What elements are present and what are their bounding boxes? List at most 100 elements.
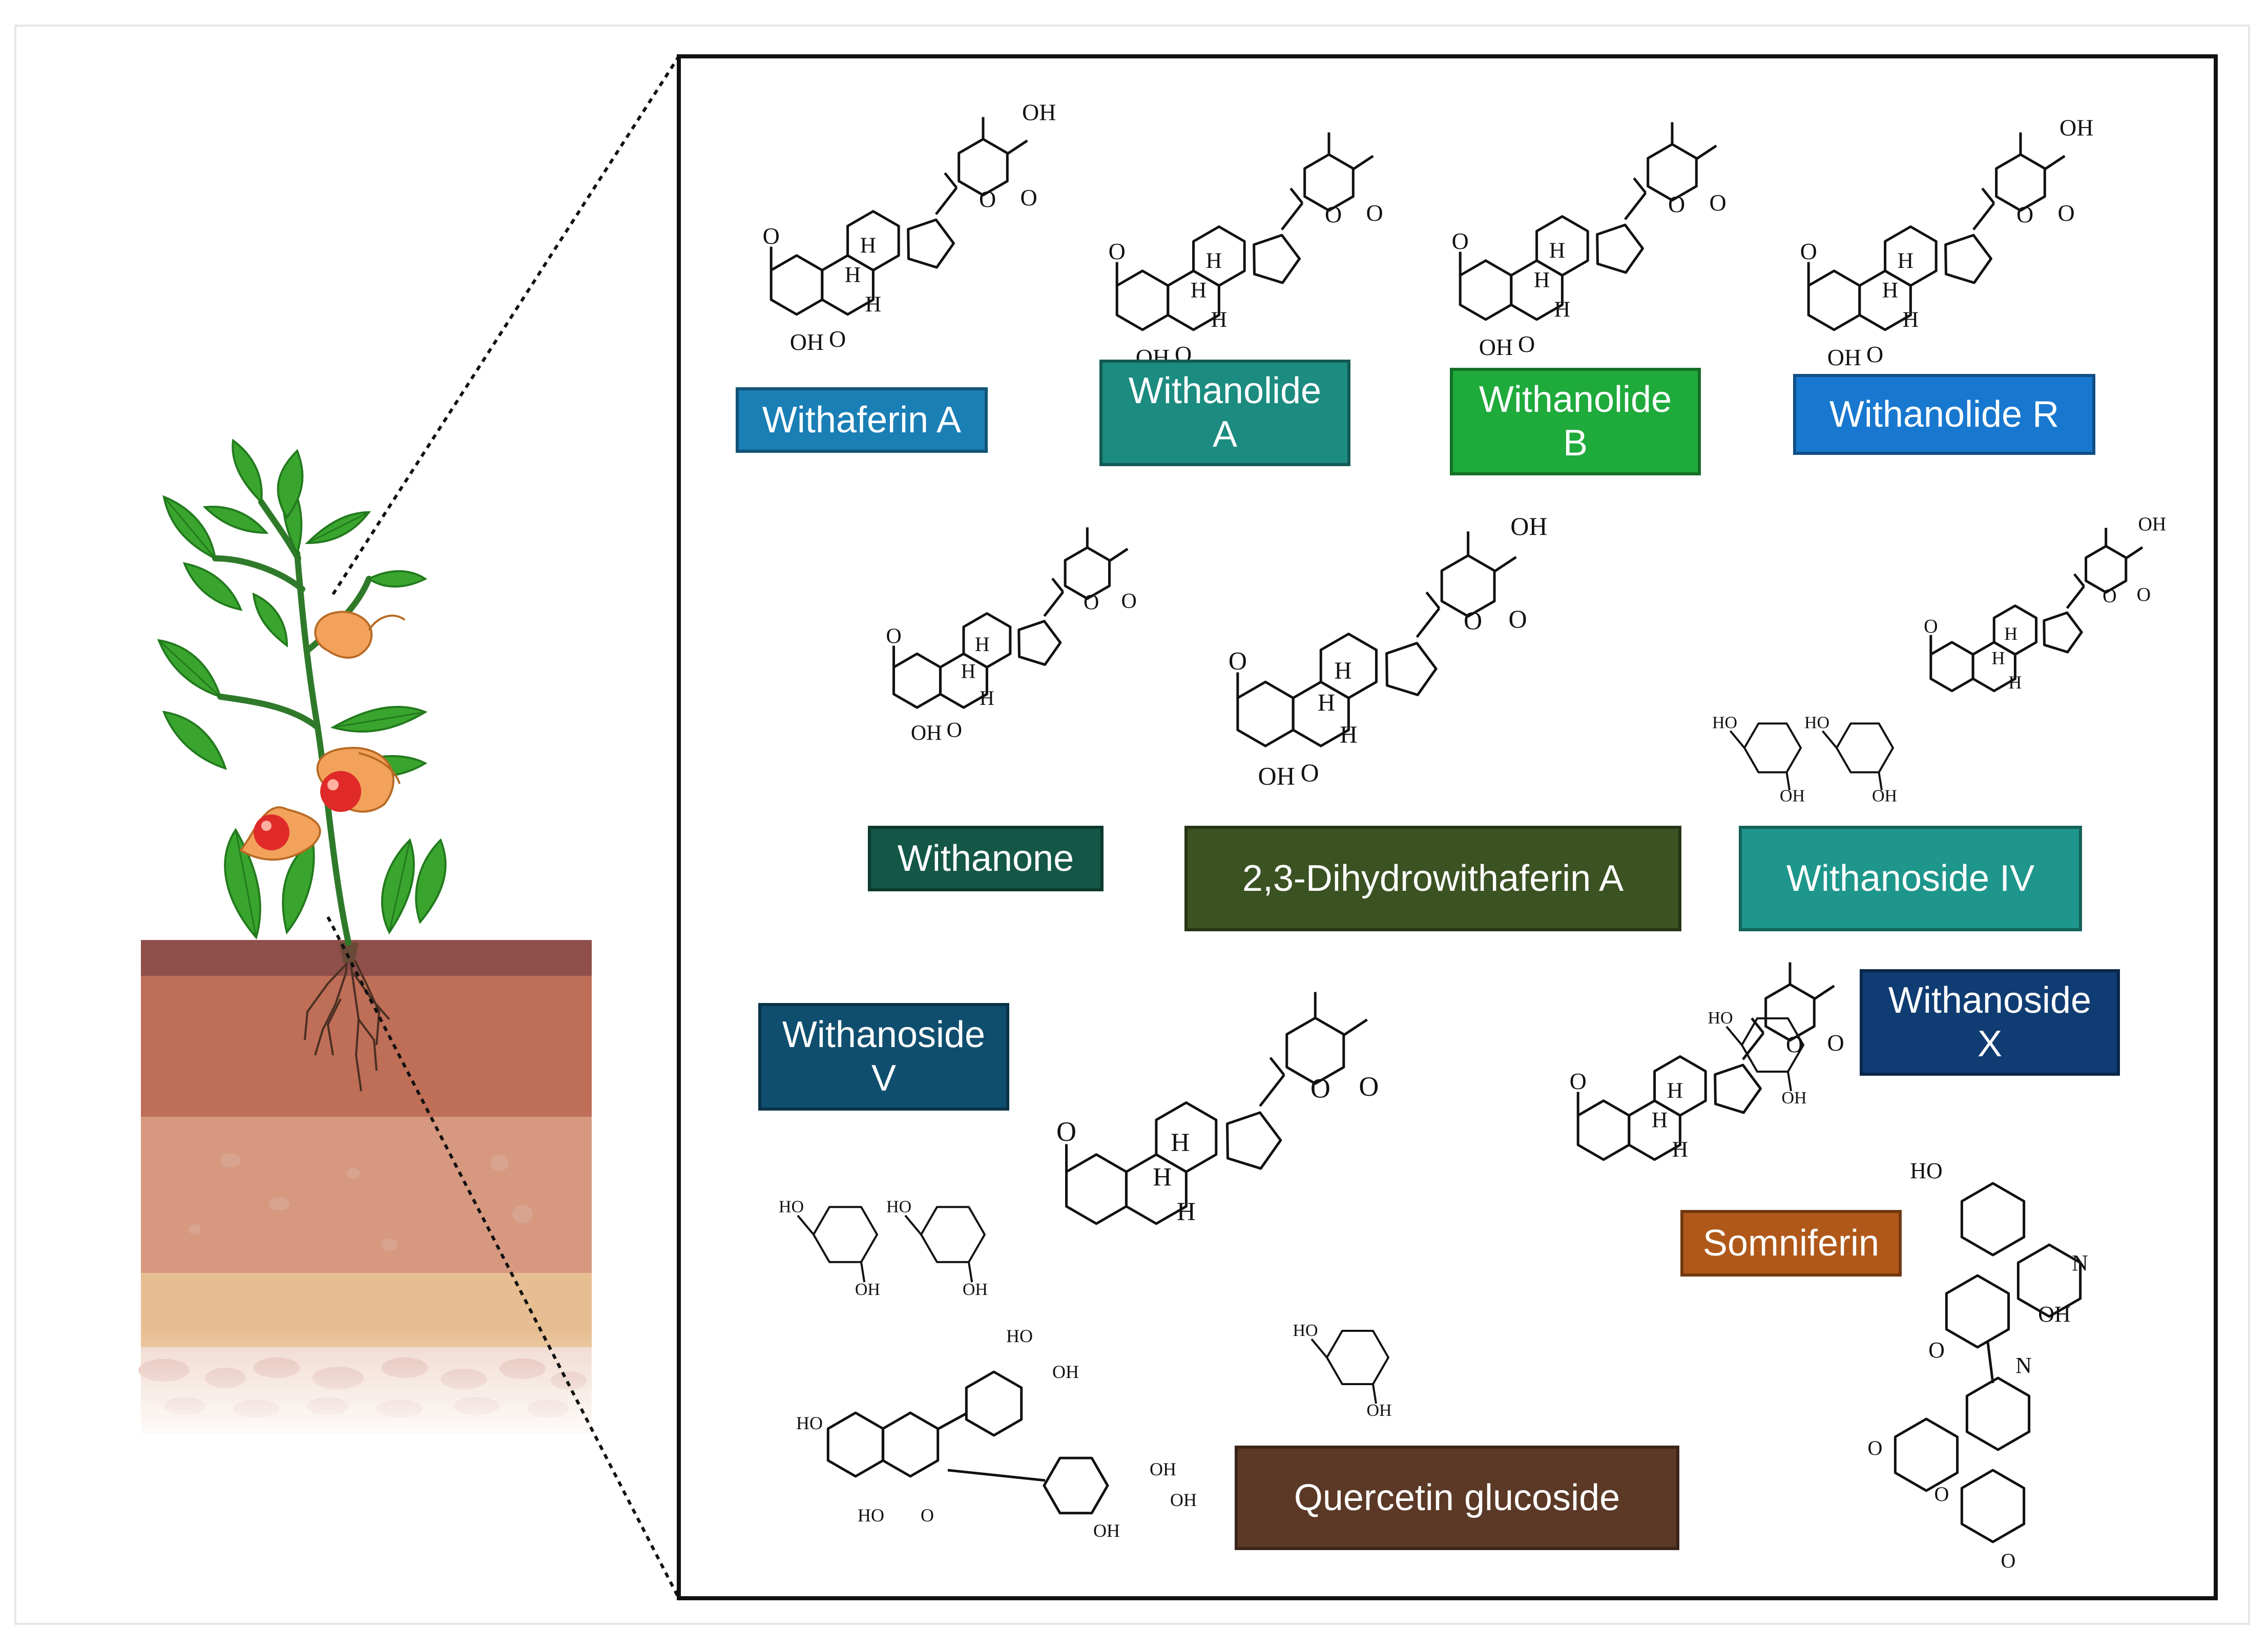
epoxide-oxygen: O <box>947 719 962 742</box>
lactone-substituent <box>2044 155 2066 171</box>
h-label: H <box>961 660 976 683</box>
label-withanolide-b: Withanolide B <box>1450 368 1701 475</box>
ho-label: HO <box>1708 1009 1733 1028</box>
h-label: H <box>1334 658 1351 684</box>
ketone-oxygen: O <box>1928 1337 1945 1363</box>
carbonyl-oxygen: O <box>1121 590 1137 613</box>
carbonyl-oxygen: O <box>1366 200 1383 226</box>
ring-top-cyclohexene <box>1945 1274 2010 1349</box>
label-withanolide-a: Withanolide A <box>1099 360 1350 466</box>
h-label: H <box>1991 648 2005 668</box>
lactone-substituent <box>1109 548 1129 562</box>
sugar-ring <box>1326 1330 1389 1385</box>
ring-d <box>1944 234 1992 284</box>
side-chain <box>1624 192 1647 220</box>
ring-a <box>1115 269 1170 331</box>
epoxide-oxygen: O <box>1866 341 1883 367</box>
ketone-oxygen: O <box>921 1505 934 1525</box>
bond <box>937 1412 967 1431</box>
oh-label: OH <box>1872 787 1897 806</box>
ring-oxygen: O <box>2103 585 2116 607</box>
ring-a <box>1576 1099 1631 1161</box>
ring-bottom-aromatic <box>1894 1417 1959 1492</box>
h-label: H <box>1206 248 1222 273</box>
side-chain <box>2066 585 2085 609</box>
h-label: H <box>2004 623 2017 644</box>
carbonyl-oxygen: O <box>1827 1030 1844 1056</box>
oh-label: OH <box>1170 1490 1197 1510</box>
h-label: H <box>1652 1108 1668 1133</box>
carbonyl-oxygen: O <box>2137 584 2151 605</box>
ring-c <box>1535 215 1589 277</box>
methyl <box>1981 187 1995 204</box>
h-label: H <box>1882 278 1899 303</box>
ring-c <box>1319 633 1378 699</box>
carbonyl-oxygen: O <box>1508 604 1527 633</box>
ring-d <box>1385 641 1438 697</box>
glycosidic-bond <box>947 1469 1046 1482</box>
label-withanoside-iv: Withanoside IV <box>1739 826 2082 931</box>
ring-a <box>769 254 824 316</box>
lactone-substituent <box>1493 556 1517 573</box>
ring-c <box>881 1411 940 1478</box>
h-label: H <box>2008 672 2022 693</box>
lactone-substituent <box>1352 155 1374 171</box>
ketone-oxygen: O <box>1109 238 1126 264</box>
ho-label: HO <box>1712 714 1737 733</box>
h-label: H <box>1534 268 1550 292</box>
sugar-oh <box>860 1262 866 1283</box>
ring-bottom-cyclohexene <box>1960 1469 2026 1543</box>
soil-topsoil <box>141 940 592 978</box>
ring-bottom-piperidine <box>1965 1376 2031 1451</box>
ho-label: HO <box>779 1198 804 1217</box>
methoxy-oxygen: O <box>2001 1549 2016 1572</box>
h-label: H <box>1171 1128 1190 1157</box>
label-withanoside-v: Withanoside V <box>758 1003 1009 1111</box>
epoxide-oxygen: O <box>1518 331 1535 357</box>
methyl <box>2073 573 2085 588</box>
label-withanolide-r: Withanolide R <box>1793 374 2095 455</box>
h-label: H <box>1554 297 1571 322</box>
ring-oxygen: O <box>1786 1031 1803 1057</box>
carbonyl-oxygen: O <box>1020 184 1037 211</box>
soil-fade <box>133 1332 599 1445</box>
h-label: H <box>1549 238 1566 263</box>
oh-label: OH <box>1780 787 1805 806</box>
ho-label: HO <box>796 1413 823 1433</box>
oh-label: OH <box>1366 1401 1391 1420</box>
sugar-oh <box>1878 772 1883 790</box>
figure-border <box>14 25 2250 1625</box>
ring-a <box>826 1411 885 1478</box>
label-dihydrowithaferin-a: 2,3-Dihydrowithaferin A <box>1184 826 1681 931</box>
h-label: H <box>1177 1197 1196 1226</box>
sugar-oh <box>797 1215 815 1236</box>
sugar-ring <box>813 1206 878 1263</box>
ring-b <box>965 1370 1023 1437</box>
methoxy-oxygen: O <box>1868 1436 1883 1459</box>
side-chain <box>1043 591 1065 617</box>
ring-top-aromatic <box>1960 1182 2026 1257</box>
ring-c <box>962 612 1012 668</box>
plant <box>157 438 447 946</box>
h-label: H <box>1153 1163 1172 1192</box>
epoxide-oxygen: O <box>1301 758 1319 787</box>
sugar-oh <box>1310 1338 1328 1359</box>
h-label: H <box>845 263 861 287</box>
ring-a <box>892 652 942 709</box>
oh-label: OH <box>1150 1459 1176 1479</box>
methyl <box>1289 187 1304 204</box>
oh-label: OH <box>2038 1302 2071 1327</box>
oh-label: OH <box>855 1280 880 1299</box>
carbonyl-oxygen: O <box>1709 190 1726 216</box>
h-label: H <box>865 292 882 317</box>
ketone-oxygen: O <box>1056 1116 1076 1147</box>
ring-d <box>907 218 955 269</box>
lactone-substituent <box>1006 139 1028 155</box>
carbonyl-oxygen: O <box>1359 1071 1379 1102</box>
